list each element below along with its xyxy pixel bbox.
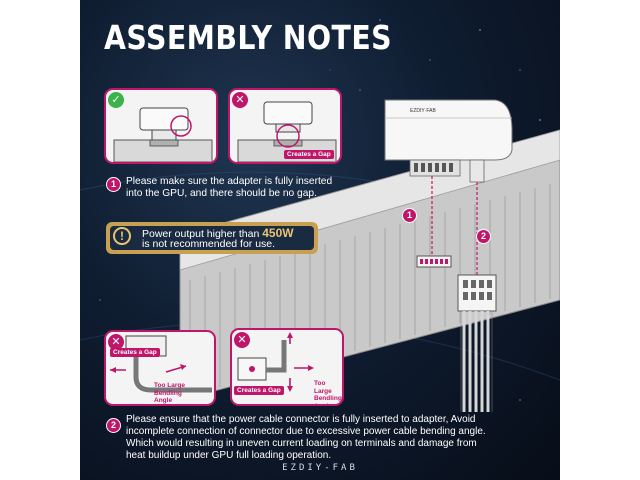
panel-wrong-insertion: ✕ Creates a Gap xyxy=(228,88,342,164)
cross-icon: ✕ xyxy=(234,332,250,348)
diagram-marker-2: 2 xyxy=(476,229,491,244)
power-adapter: EZDIY·FAB xyxy=(384,99,513,183)
panel-bend-angle-right: ✕ Creates a Gap Too Large Bendling Angle xyxy=(230,328,344,406)
note-2-number: 2 xyxy=(106,418,121,433)
note-1-number: 1 xyxy=(106,177,121,192)
warning-prefix: Power output higher than xyxy=(142,228,263,240)
note-2-line-4: heat buildup under GPU full loading oper… xyxy=(126,450,332,461)
bend-angle-right-illustration xyxy=(237,332,314,392)
check-icon: ✓ xyxy=(108,92,124,108)
gpu-power-socket xyxy=(416,255,452,268)
diagram-marker-1: 1 xyxy=(402,208,417,223)
note-1-text: Please make sure the adapter is fully in… xyxy=(126,176,356,200)
page-title: ASSEMBLY NOTES xyxy=(104,18,393,57)
power-warning-box: ! Power output higher than 450W is not r… xyxy=(106,222,318,254)
infographic: EZDIY·FAB 1 2 ASSEMBLY NOTES ✓ xyxy=(80,0,560,480)
cross-icon: ✕ xyxy=(108,334,124,350)
cross-icon: ✕ xyxy=(232,92,248,108)
panel-correct-insertion: ✓ xyxy=(104,88,218,164)
warning-line-2: is not recommended for use. xyxy=(142,238,276,250)
creates-gap-tag: Creates a Gap xyxy=(234,386,284,395)
exclamation-icon: ! xyxy=(113,227,131,245)
note-2-line-1: Please ensure that the power cable conne… xyxy=(126,414,476,425)
note-1-line-2: into the GPU, and there should be no gap… xyxy=(126,188,317,199)
svg-text:EZDIY·FAB: EZDIY·FAB xyxy=(410,108,437,114)
note-1-line-1: Please make sure the adapter is fully in… xyxy=(126,176,333,187)
warning-wattage: 450W xyxy=(262,226,294,240)
note-2-line-3: Which would resulting in uneven current … xyxy=(126,438,477,449)
creates-gap-tag: Creates a Gap xyxy=(284,150,334,159)
power-cable-connector xyxy=(457,274,497,412)
panel-bend-angle-left: ✕ Creates a Gap Too Large Bendling Angle xyxy=(104,330,216,406)
correct-insertion-illustration xyxy=(113,107,213,162)
creates-gap-tag: Creates a Gap xyxy=(110,348,160,357)
note-2-line-2: incomplete connection of connector due t… xyxy=(126,426,486,437)
bend-angle-label: Too Large Bendling Angle xyxy=(154,382,185,404)
bend-angle-label: Too Large Bendling Angle xyxy=(314,380,342,406)
note-2-text: Please ensure that the power cable conne… xyxy=(126,414,556,462)
warning-line-1: Power output higher than 450W xyxy=(142,226,294,240)
brand-footer: EZDIY-FAB xyxy=(282,463,358,473)
